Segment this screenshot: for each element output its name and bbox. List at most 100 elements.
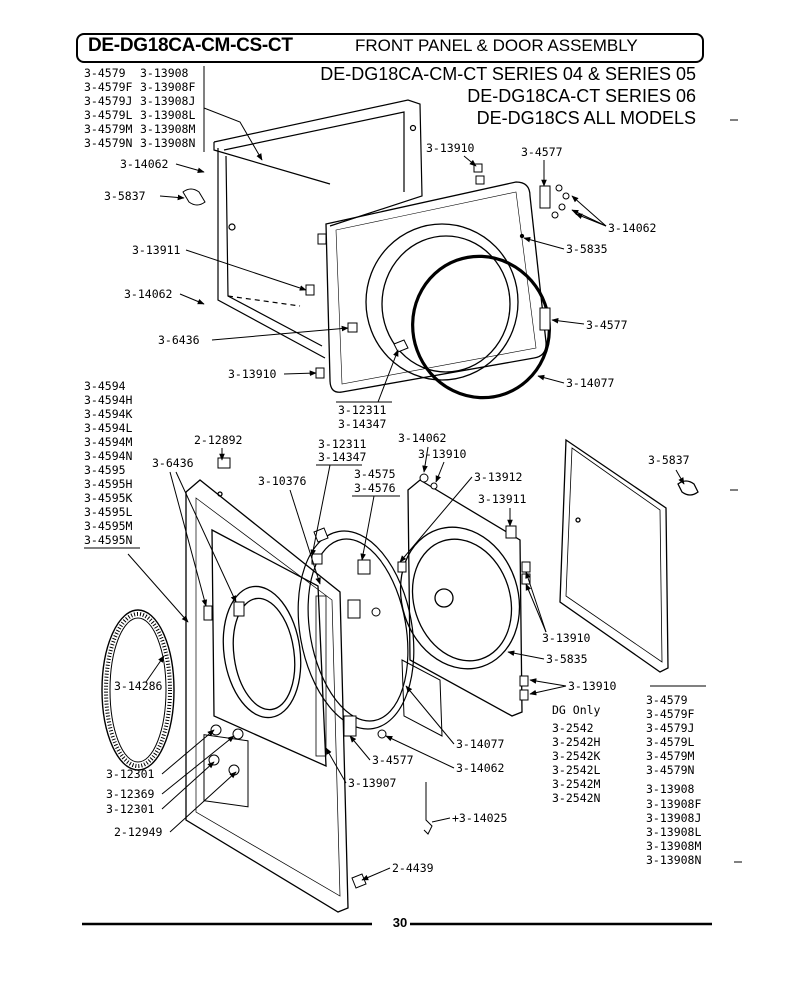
- series-line-3: DE-DG18CS ALL MODELS: [476, 108, 696, 128]
- svg-text:3-2542M: 3-2542M: [552, 777, 601, 791]
- svg-text:3-4576: 3-4576: [354, 481, 396, 495]
- svg-text:3-13908J: 3-13908J: [646, 811, 701, 825]
- svg-text:3-13908M: 3-13908M: [140, 122, 195, 136]
- svg-text:3-4579J: 3-4579J: [84, 94, 132, 108]
- svg-text:3-13911: 3-13911: [478, 492, 527, 506]
- model-number: DE-DG18CA-CM-CS-CT: [88, 35, 293, 56]
- svg-text:3-13908J: 3-13908J: [140, 94, 195, 108]
- svg-text:2-4439: 2-4439: [392, 861, 434, 875]
- svg-text:3-2542K: 3-2542K: [552, 749, 601, 763]
- series-line-2: DE-DG18CA-CT SERIES 06: [467, 86, 696, 106]
- svg-text:3-4594H: 3-4594H: [84, 393, 133, 407]
- svg-text:3-4579F: 3-4579F: [646, 707, 695, 721]
- svg-text:3-4579M: 3-4579M: [84, 122, 133, 136]
- svg-text:3-12369: 3-12369: [106, 787, 155, 801]
- svg-text:3-13910: 3-13910: [228, 367, 277, 381]
- svg-text:3-4595K: 3-4595K: [84, 491, 133, 505]
- svg-text:2-12892: 2-12892: [194, 433, 242, 447]
- svg-text:3-14062: 3-14062: [120, 157, 168, 171]
- svg-text:3-13908N: 3-13908N: [140, 136, 195, 150]
- svg-text:3-14062: 3-14062: [398, 431, 446, 445]
- svg-text:3-13910: 3-13910: [568, 679, 617, 693]
- top-left-part-list: 3-4579 3-4579F 3-4579J 3-4579L 3-4579M 3…: [84, 66, 205, 152]
- svg-text:3-4595L: 3-4595L: [84, 505, 133, 519]
- svg-text:3-13911: 3-13911: [132, 243, 181, 257]
- svg-text:3-6436: 3-6436: [158, 333, 200, 347]
- svg-text:3-14077: 3-14077: [456, 737, 505, 751]
- right-part-list: 3-4579 3-4579F 3-4579J 3-4579L 3-4579M 3…: [646, 685, 706, 867]
- svg-text:3-13908L: 3-13908L: [140, 108, 195, 122]
- svg-text:3-4594L: 3-4594L: [84, 421, 133, 435]
- svg-text:3-12301: 3-12301: [106, 767, 155, 781]
- svg-text:3-4595N: 3-4595N: [84, 533, 133, 547]
- svg-text:3-10376: 3-10376: [258, 474, 307, 488]
- svg-text:3-4579J: 3-4579J: [646, 721, 694, 735]
- svg-text:3-14062: 3-14062: [456, 761, 504, 775]
- svg-text:DG Only: DG Only: [552, 703, 601, 717]
- svg-text:3-13908: 3-13908: [646, 782, 695, 796]
- page-title: FRONT PANEL & DOOR ASSEMBLY: [355, 36, 638, 55]
- svg-text:3-4595H: 3-4595H: [84, 477, 133, 491]
- svg-text:3-14062: 3-14062: [124, 287, 172, 301]
- svg-text:3-6436: 3-6436: [152, 456, 194, 470]
- upper-callouts: 3-14062 3-5837 3-13910 3-4577 3-14062 3-…: [104, 141, 656, 431]
- svg-text:3-4595M: 3-4595M: [84, 519, 133, 533]
- svg-text:+3-14025: +3-14025: [452, 811, 507, 825]
- upper-hardware: [182, 163, 570, 379]
- margin-marks: [730, 119, 742, 863]
- svg-text:3-14347: 3-14347: [338, 417, 387, 431]
- svg-text:3-4579N: 3-4579N: [84, 136, 133, 150]
- svg-text:2-12949: 2-12949: [114, 825, 163, 839]
- svg-text:3-13908F: 3-13908F: [140, 80, 195, 94]
- svg-text:3-2542H: 3-2542H: [552, 735, 601, 749]
- svg-text:3-13908: 3-13908: [140, 66, 189, 80]
- svg-text:3-4594N: 3-4594N: [84, 449, 133, 463]
- svg-text:3-4594M: 3-4594M: [84, 435, 133, 449]
- svg-text:3-14077: 3-14077: [566, 376, 615, 390]
- svg-text:3-4577: 3-4577: [372, 753, 414, 767]
- upper-front-panel: [325, 181, 547, 393]
- svg-text:3-4579N: 3-4579N: [646, 763, 695, 777]
- svg-text:3-4579L: 3-4579L: [84, 108, 133, 122]
- svg-text:3-12311: 3-12311: [338, 403, 387, 417]
- svg-text:3-4595: 3-4595: [84, 463, 126, 477]
- page-number: 30: [392, 915, 408, 930]
- left-part-list: 3-4594 3-4594H 3-4594K 3-4594L 3-4594M 3…: [84, 379, 189, 623]
- svg-text:3-12311: 3-12311: [318, 437, 367, 451]
- lower-outer-door: [185, 479, 349, 913]
- svg-text:3-4577: 3-4577: [521, 145, 563, 159]
- svg-text:3-4579: 3-4579: [84, 66, 126, 80]
- svg-text:3-14347: 3-14347: [318, 450, 367, 464]
- svg-text:3-4577: 3-4577: [586, 318, 628, 332]
- door-gasket-ring: [101, 609, 175, 771]
- svg-text:3-4575: 3-4575: [354, 467, 396, 481]
- dg-only-list: DG Only 3-2542 3-2542H 3-2542K 3-2542L 3…: [552, 703, 601, 805]
- header-frame: [76, 33, 704, 63]
- svg-text:3-5835: 3-5835: [566, 242, 608, 256]
- svg-text:3-13908M: 3-13908M: [646, 839, 701, 853]
- series-line-1: DE-DG18CA-CM-CT SERIES 04 & SERIES 05: [320, 64, 696, 84]
- svg-text:3-14062: 3-14062: [608, 221, 656, 235]
- svg-text:3-4579M: 3-4579M: [646, 749, 695, 763]
- svg-text:3-13910: 3-13910: [418, 447, 467, 461]
- lower-callouts: 2-12892 3-12311 3-14347 3-14062 3-13910 …: [106, 431, 690, 881]
- door-gasket-highlight: [411, 254, 551, 400]
- svg-text:3-13907: 3-13907: [348, 776, 397, 790]
- svg-text:3-5837: 3-5837: [648, 453, 690, 467]
- svg-text:3-4579: 3-4579: [646, 693, 688, 707]
- svg-text:3-4579F: 3-4579F: [84, 80, 133, 94]
- svg-text:3-13910: 3-13910: [542, 631, 591, 645]
- svg-text:3-4579L: 3-4579L: [646, 735, 695, 749]
- svg-text:3-2542: 3-2542: [552, 721, 594, 735]
- svg-text:3-13908F: 3-13908F: [646, 797, 701, 811]
- svg-text:3-5837: 3-5837: [104, 189, 146, 203]
- svg-text:3-13910: 3-13910: [426, 141, 475, 155]
- svg-text:3-13908N: 3-13908N: [646, 853, 701, 867]
- leader-top-list: [203, 107, 263, 161]
- upper-back-frame: [213, 99, 423, 359]
- lower-inner-panel: [297, 530, 415, 730]
- svg-text:3-14286: 3-14286: [114, 679, 163, 693]
- svg-text:3-2542L: 3-2542L: [552, 763, 601, 777]
- svg-text:3-13912: 3-13912: [474, 470, 522, 484]
